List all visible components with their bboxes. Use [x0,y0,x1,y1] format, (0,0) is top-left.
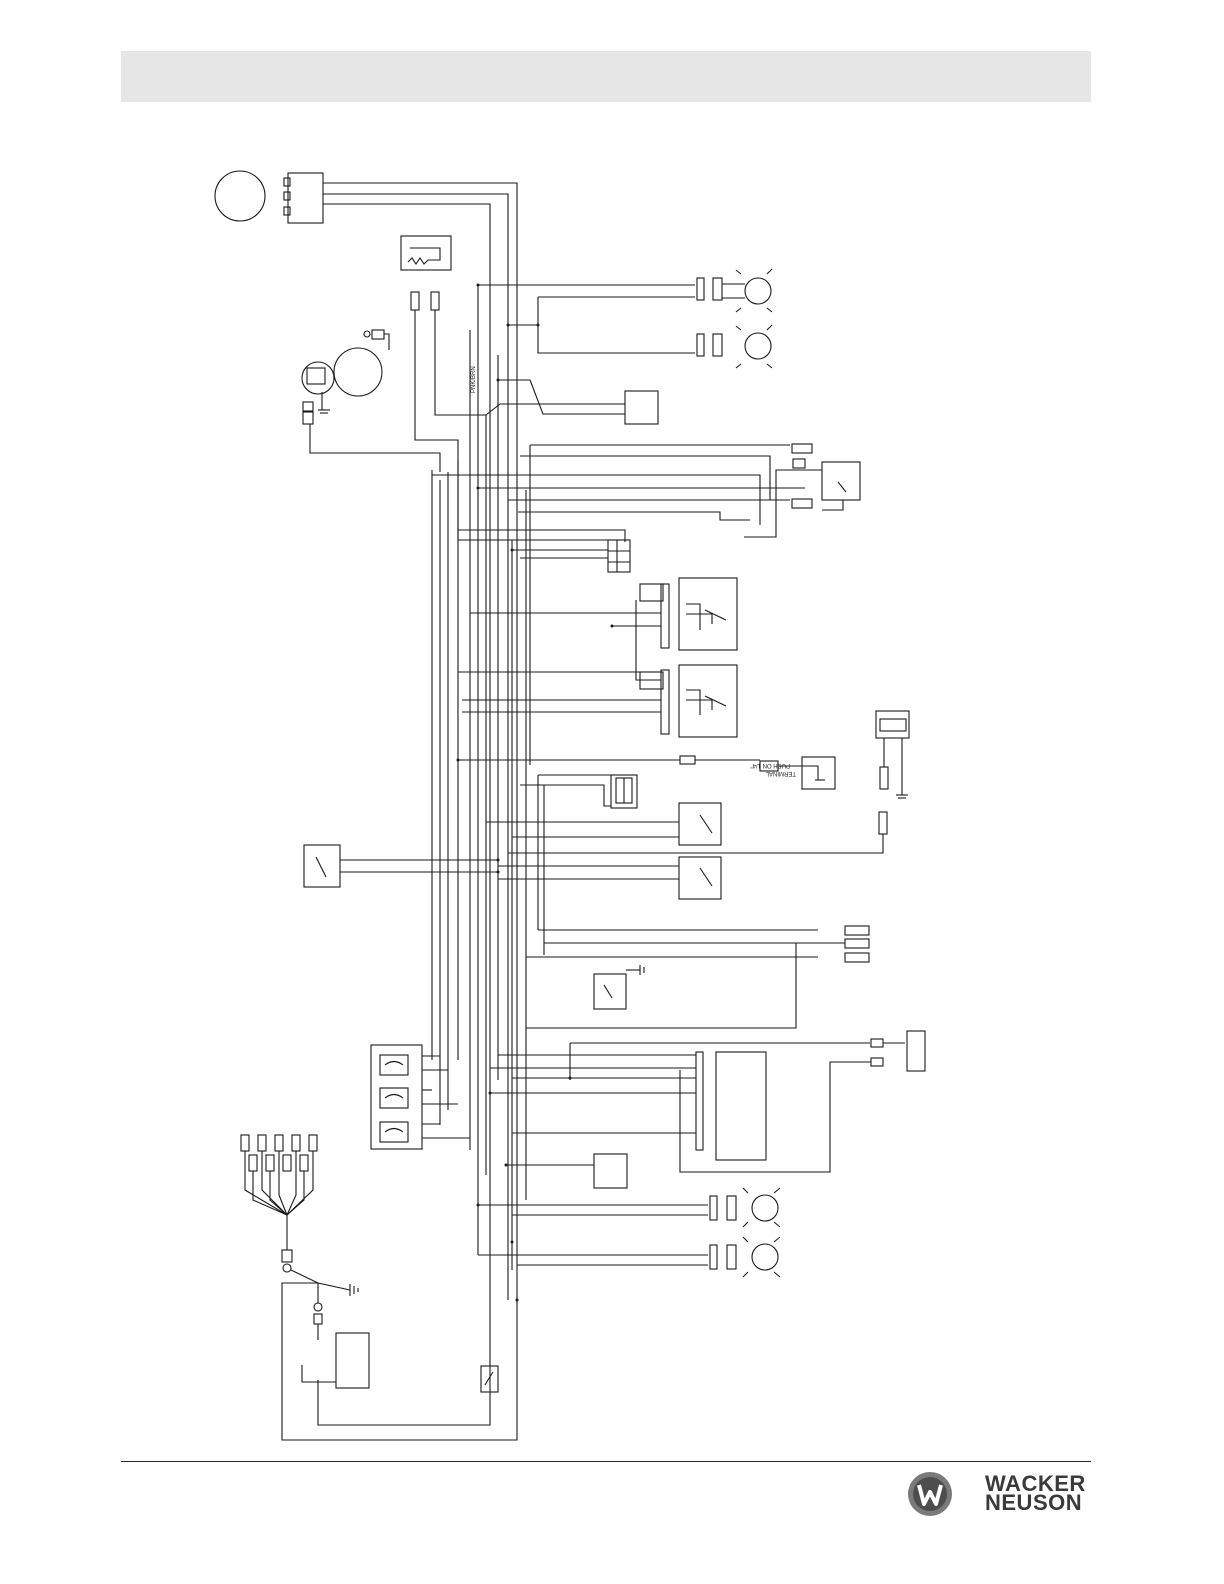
brand-wordmark: WACKER NEUSON [985,1474,1086,1512]
wire-label-pnk-brn: PNK/BRN [471,366,477,393]
brand-line-2: NEUSON [985,1493,1086,1512]
temp-sender [401,236,612,540]
bottom-lamps [478,1188,780,1277]
ground-harness-fanout [241,1135,358,1296]
alternator [302,330,440,472]
ground-switch [594,965,644,1009]
footer-rule [121,1461,1091,1462]
push-on-terminal: TERMINAL PUSH ON 1/4" [458,756,835,789]
oil-pressure-switch [508,711,909,853]
output-connectors [526,926,869,1028]
harness-trunk [282,183,544,1440]
relay-2 [458,665,737,737]
switch-lower [498,857,721,899]
junction-dots [457,284,614,1302]
motor-assembly [215,171,323,223]
terminal-label: TERMINAL [765,770,796,776]
control-module [486,380,658,424]
relay-connectors [458,530,630,572]
push-on-label: PUSH ON 1/4" [751,762,790,768]
top-lamps [478,269,772,368]
ignition-switch [432,444,860,537]
rocker-switch-assembly [490,1031,925,1172]
battery [302,1283,369,1388]
horn [506,1154,627,1188]
left-toggle-switch [304,845,498,887]
fuse-box [371,1045,470,1149]
switch-upper [486,803,721,845]
